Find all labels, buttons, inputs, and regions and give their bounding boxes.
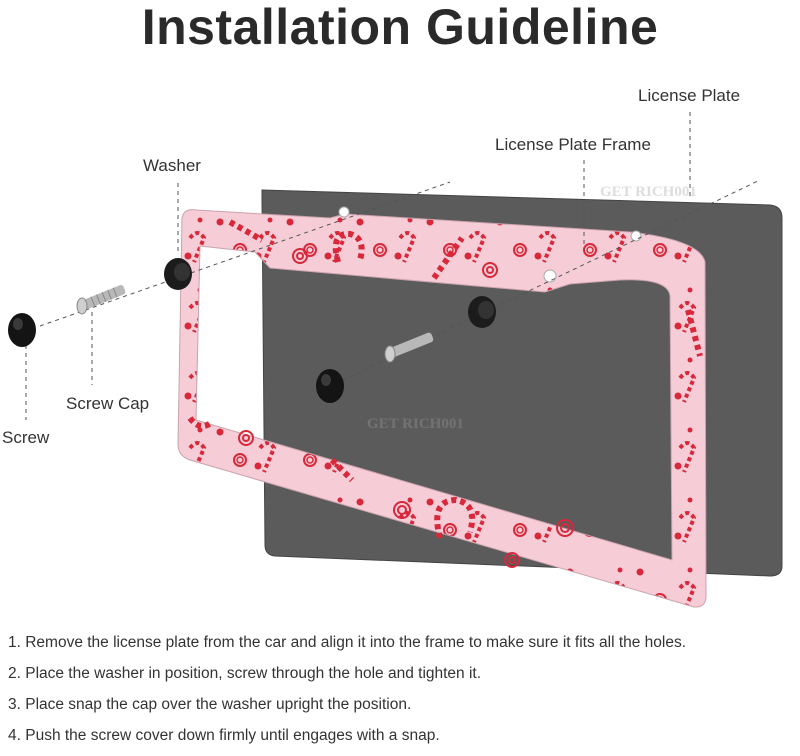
candy-cane-decor [187,219,703,539]
page-title: Installation Guideline [141,0,659,55]
screw-cap-left [8,313,36,347]
installation-diagram: GET RICH001 GET RICH001 [8,112,783,608]
label-washer: Washer [143,156,201,175]
washer-left [164,258,192,290]
screw-cap-right [316,369,344,403]
instruction-step: 3. Place snap the cap over the washer up… [8,696,412,713]
screw-right [384,332,434,363]
watermark: GET RICH001 [367,416,464,432]
label-screw-cap: Screw Cap [66,394,150,413]
watermark: GET RICH001 [600,184,697,200]
instruction-step: 1. Remove the license plate from the car… [8,634,687,651]
instruction-list: 1. Remove the license plate from the car… [8,632,798,756]
label-screw: Screw [2,428,50,447]
license-plate-frame [177,209,707,608]
label-license-plate: License Plate [638,86,741,105]
instruction-step: 2. Place the washer in position, screw t… [8,665,482,682]
instruction-step: 4. Push the screw cover down firmly unti… [8,727,440,744]
screw-left [76,285,126,315]
washer-right [468,296,496,328]
label-license-plate-frame: License Plate Frame [495,135,651,154]
